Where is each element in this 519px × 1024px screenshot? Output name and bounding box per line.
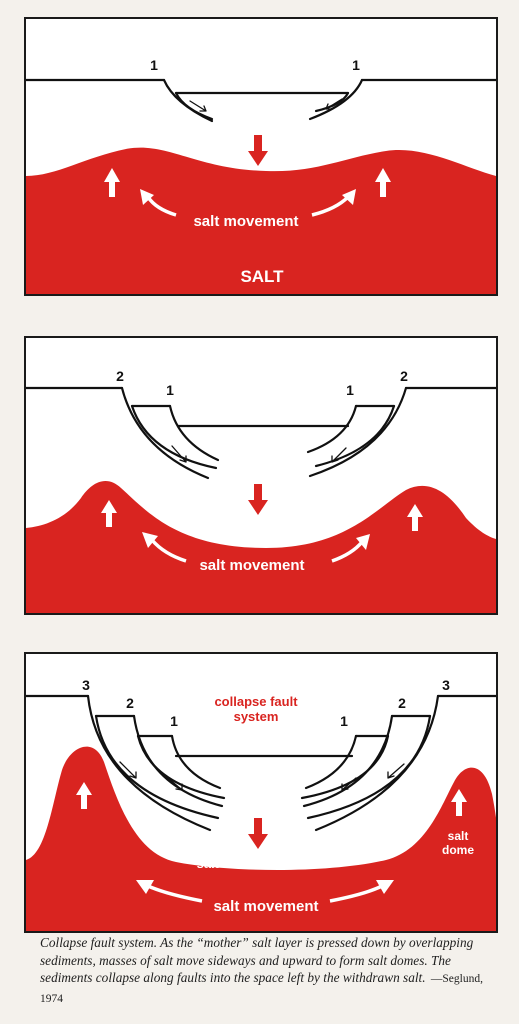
fault-label: 2 — [398, 695, 406, 711]
slip-arrow-icon — [167, 777, 183, 791]
salt-layer — [26, 147, 496, 294]
arrowhead-icon — [376, 880, 394, 894]
fault-line — [136, 734, 226, 800]
slip-arrow-icon — [331, 447, 347, 463]
fault-label: 2 — [116, 368, 124, 384]
salt-movement-label: salt movement — [199, 557, 304, 574]
down-arrow-icon — [248, 818, 268, 849]
fault-label: 3 — [82, 677, 90, 693]
fault-line — [306, 714, 432, 820]
fault-label: 1 — [352, 57, 360, 73]
fault-label: 2 — [126, 695, 134, 711]
fault-line — [306, 404, 358, 454]
fault-line — [314, 91, 350, 113]
diagram-stage-1: 1 1 salt movement SALT — [24, 17, 498, 296]
caption-credit: —Seglund, 1974 — [40, 973, 483, 1005]
fault-line — [308, 78, 364, 121]
fault-label: 3 — [442, 677, 450, 693]
fault-line — [308, 386, 408, 478]
curved-arrow-icon — [311, 195, 350, 217]
fault-label: 1 — [340, 713, 348, 729]
fault-line — [304, 734, 358, 790]
slip-arrow-icon — [341, 777, 357, 791]
salt-movement-label: salt movement — [213, 898, 318, 915]
fault-label: 1 — [346, 382, 354, 398]
slip-arrow-icon — [387, 763, 405, 779]
down-arrow-icon — [248, 135, 268, 166]
caption-text: Collapse fault system. As the “mother” s… — [40, 935, 474, 985]
fault-line — [132, 714, 224, 808]
diagram-stage-3: 3 2 1 1 2 3 collapse fault system salt w… — [24, 652, 498, 933]
salt-layer — [26, 481, 496, 613]
fault-line — [162, 78, 214, 123]
dome-label-line1: salt — [448, 829, 469, 843]
curved-arrow-icon — [329, 884, 383, 903]
slip-arrow-icon — [119, 761, 137, 779]
slip-arrow-icon — [189, 100, 207, 112]
fault-line — [168, 404, 220, 462]
fault-label: 1 — [166, 382, 174, 398]
slip-arrow-icon — [325, 98, 343, 110]
collapse-fault-title-line1: collapse fault — [214, 694, 298, 709]
arrowhead-icon — [142, 532, 158, 548]
up-arrow-icon — [76, 782, 92, 809]
fault-label: 1 — [150, 57, 158, 73]
curved-arrow-icon — [331, 540, 364, 563]
diagram-stage-2: 2 1 1 2 salt movement — [24, 336, 498, 615]
fault-line — [170, 734, 222, 790]
curved-arrow-icon — [147, 884, 203, 903]
arrowhead-icon — [136, 880, 154, 894]
up-arrow-icon — [407, 504, 423, 531]
up-arrow-icon — [375, 168, 391, 197]
diagram-stage-2-svg: 2 1 1 2 salt movement — [26, 368, 496, 613]
fault-line — [174, 91, 214, 121]
diagram-stage-1-svg: 1 1 salt movement SALT — [26, 57, 496, 294]
fault-line — [94, 714, 220, 820]
fault-line — [120, 386, 210, 480]
basin-label: salt withdrawal basin — [197, 856, 328, 871]
fault-line — [314, 404, 396, 468]
fault-line — [302, 714, 394, 808]
fault-line — [86, 694, 212, 832]
fault-label: 1 — [170, 713, 178, 729]
slip-arrow-icon — [171, 445, 187, 463]
fault-label: 2 — [400, 368, 408, 384]
dome-label-line2: dome — [442, 843, 474, 857]
arrowhead-icon — [342, 189, 356, 205]
salt-movement-label: salt movement — [193, 213, 298, 230]
collapse-fault-title-line2: system — [234, 709, 279, 724]
arrowhead-icon — [140, 189, 154, 205]
fault-line — [130, 404, 218, 470]
salt-layer-label: SALT — [240, 267, 284, 286]
up-arrow-icon — [101, 500, 117, 527]
up-arrow-icon — [451, 789, 467, 816]
diagram-stage-3-svg: 3 2 1 1 2 3 collapse fault system salt w… — [26, 677, 496, 931]
arrowhead-icon — [356, 534, 370, 550]
up-arrow-icon — [104, 168, 120, 197]
fault-line — [300, 734, 390, 800]
curved-arrow-icon — [150, 538, 187, 563]
figure-caption: Collapse fault system. As the “mother” s… — [40, 934, 485, 1008]
down-arrow-icon — [248, 484, 268, 515]
